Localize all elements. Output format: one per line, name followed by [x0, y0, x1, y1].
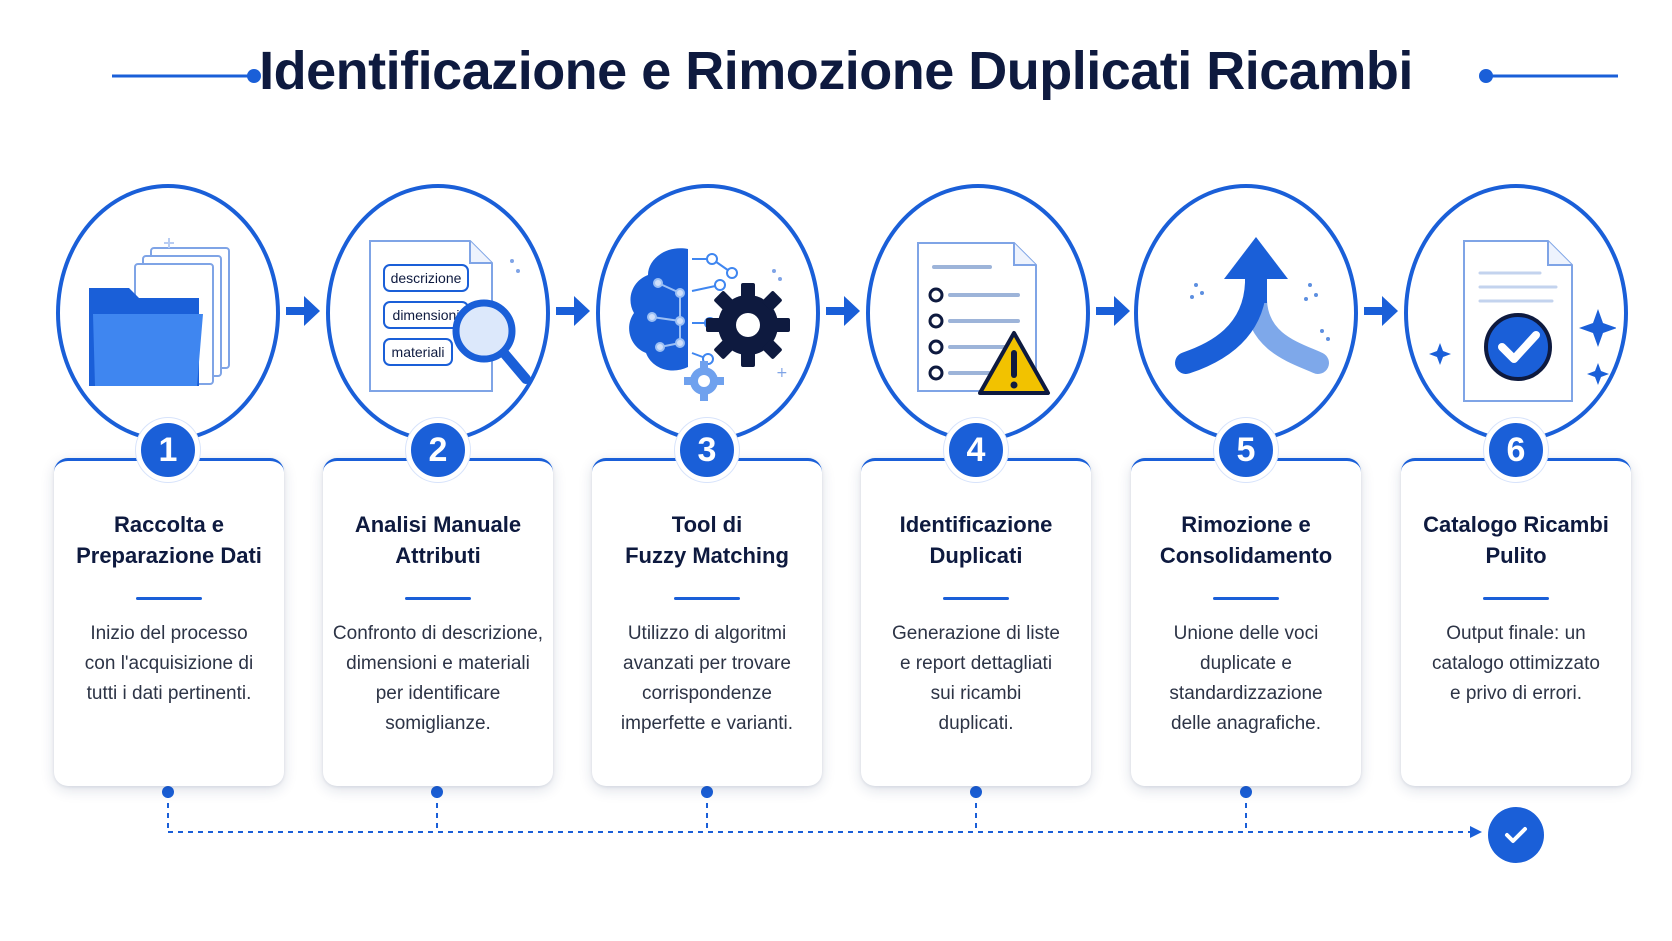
document-magnifier-icon: descrizione dimensioni materiali [369, 240, 531, 392]
step-title: Rimozione e Consolidamento [1159, 512, 1333, 568]
divider [1213, 597, 1279, 600]
tag-dimensioni: dimensioni [393, 307, 460, 323]
arrow-right-icon [286, 296, 320, 326]
svg-text:+: + [776, 365, 788, 381]
folder-documents-icon [89, 238, 230, 386]
arrow-right-icon [826, 296, 860, 326]
step-description: Unione delle voci duplicate e standardiz… [1169, 623, 1323, 734]
step-card: Rimozione e Consolidamento Unione delle … [1131, 458, 1361, 786]
step-description: Confronto di descrizione, dimensioni e m… [332, 623, 544, 734]
step-title: Raccolta e Preparazione Dati [76, 512, 262, 568]
step-number-badge: 5 [1214, 418, 1278, 482]
tag-descrizione: descrizione [391, 270, 462, 286]
step-description: Inizio del processo con l'acquisizione d… [84, 623, 254, 704]
title-decoration [112, 69, 1618, 83]
tag-materiali: materiali [392, 344, 445, 360]
step-4-circle [866, 184, 1090, 442]
divider [674, 597, 740, 600]
document-check-icon [1429, 240, 1616, 402]
step-number-badge: 2 [406, 418, 470, 482]
step-title: Tool di Fuzzy Matching [625, 512, 789, 568]
step-number-badge: 4 [944, 418, 1008, 482]
final-check-icon [1488, 807, 1544, 863]
step-description: Generazione di liste e report dettagliat… [892, 623, 1060, 734]
step-2-circle: descrizione dimensioni materiali [326, 184, 550, 442]
step-description: Utilizzo di algoritmi avanzati per trova… [620, 623, 794, 734]
step-card: Raccolta e Preparazione Dati Inizio del … [54, 458, 284, 786]
divider [405, 597, 471, 600]
step-card: Identificazione Duplicati Generazione di… [861, 458, 1091, 786]
step-3-circle: + [596, 184, 820, 442]
step-description: Output finale: un catalogo ottimizzato e… [1432, 623, 1600, 704]
arrow-right-icon [1096, 296, 1130, 326]
step-5-circle [1134, 184, 1358, 442]
step-title: Analisi Manuale Attributi [354, 512, 522, 568]
checklist-warning-icon [917, 242, 1050, 395]
step-6-circle [1404, 184, 1628, 442]
brain-gear-icon: + [629, 248, 790, 401]
step-card: Catalogo Ricambi Pulito Output finale: u… [1401, 458, 1631, 786]
divider [1483, 597, 1549, 600]
step-card: Analisi Manuale Attributi Confronto di d… [323, 458, 553, 786]
merge-arrow-icon [1175, 237, 1330, 374]
step-title: Identificazione Duplicati [899, 512, 1053, 568]
step-number-badge: 1 [136, 418, 200, 482]
step-number-badge: 3 [675, 418, 739, 482]
arrow-right-icon [1364, 296, 1398, 326]
step-card: Tool di Fuzzy Matching Utilizzo di algor… [592, 458, 822, 786]
page-title: Identificazione e Rimozione Duplicati Ri… [259, 41, 1413, 101]
step-number-badge: 6 [1484, 418, 1548, 482]
divider [136, 597, 202, 600]
step-title: Catalogo Ricambi Pulito [1423, 512, 1609, 568]
divider [943, 597, 1009, 600]
arrow-right-icon [556, 296, 590, 326]
step-1-circle [56, 184, 280, 442]
